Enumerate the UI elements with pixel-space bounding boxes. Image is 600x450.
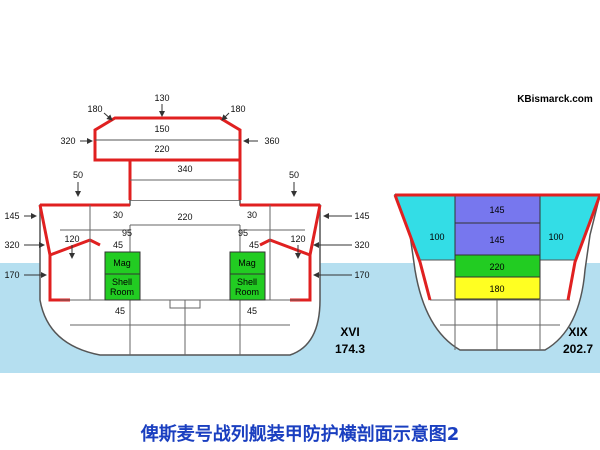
xvi-label-tower-base: 220: [154, 144, 169, 154]
xix-label-left: 100: [429, 232, 444, 242]
xvi-label-tower-left: 320: [60, 136, 75, 146]
xvi-label-top-center: 130: [154, 93, 169, 103]
xvi-label-slope-120-right: 120: [290, 234, 305, 244]
xvi-label-tower-right: 360: [264, 136, 279, 146]
xix-label-green: 220: [489, 262, 504, 272]
xvi-label-45-right: 45: [249, 240, 259, 250]
xvi-frame-label: 174.3: [335, 342, 365, 356]
xvi-mag-right-label: Mag: [238, 258, 256, 268]
xvi-label-side-170-right: 170: [354, 270, 369, 280]
xix-blue-mid: [454, 222, 541, 256]
xvi-label-45-left: 45: [113, 240, 123, 250]
xvi-shell-room-right: [229, 273, 266, 301]
xvi-shell-right-label-2: Room: [235, 287, 259, 297]
xvi-arrows: [24, 104, 352, 278]
xvi-label-95-left: 95: [122, 228, 132, 238]
xvi-label-tube: 340: [177, 164, 192, 174]
xvi-label-upper-right: 50: [289, 170, 299, 180]
xix-yellow: [454, 276, 541, 300]
section-xvi: Mag Shell Room Mag Shell Room 130 180 18…: [4, 93, 369, 356]
xvi-label-upper-left: 50: [73, 170, 83, 180]
xvi-label-inner-30-right: 30: [247, 210, 257, 220]
xix-label-yellow: 180: [489, 284, 504, 294]
xvi-tower: [93, 116, 242, 162]
xvi-mag-left-label: Mag: [113, 258, 131, 268]
xvi-label-inner-30-left: 30: [113, 210, 123, 220]
xix-armor-right: [566, 194, 600, 301]
xvi-shell-left-label-2: Room: [110, 287, 134, 297]
xvi-label-95-right: 95: [238, 228, 248, 238]
xvi-label-top-left: 180: [87, 104, 102, 114]
xix-frame-label: 202.7: [563, 342, 593, 356]
xvi-label-bottom-45-right: 45: [247, 306, 257, 316]
xvi-hull: [39, 199, 321, 356]
xvi-label-bottom-45-left: 45: [115, 306, 125, 316]
xix-armor-left: [393, 194, 432, 301]
xvi-shell-right-label-1: Shell: [237, 277, 257, 287]
xvi-label-side-145-right: 145: [354, 211, 369, 221]
xvi-station-label: XVI: [340, 325, 359, 339]
xvi-label-main-deck: 220: [177, 212, 192, 222]
xvi-label-side-145-left: 145: [4, 211, 19, 221]
xvi-label-slope-120-left: 120: [64, 234, 79, 244]
xvi-label-side-320-left: 320: [4, 240, 19, 250]
xix-station-label: XIX: [568, 325, 587, 339]
xvi-label-top-right: 180: [230, 104, 245, 114]
xix-internal-lines: [430, 299, 570, 350]
xvi-label-side-170-left: 170: [4, 270, 19, 280]
xvi-shell-room-left: [104, 273, 141, 301]
xix-label-right: 100: [548, 232, 563, 242]
xvi-shell-left-label-1: Shell: [112, 277, 132, 287]
diagram-caption: 俾斯麦号战列舰装甲防护横剖面示意图2: [140, 424, 460, 445]
xix-label-top: 145: [489, 205, 504, 215]
xvi-label-tower-top: 150: [154, 124, 169, 134]
xix-label-mid: 145: [489, 235, 504, 245]
watermark: KBismarck.com: [517, 94, 593, 105]
xvi-label-side-320-right: 320: [354, 240, 369, 250]
section-xix: 145 145 100 100 220 180 XIX 202.7: [393, 193, 600, 356]
